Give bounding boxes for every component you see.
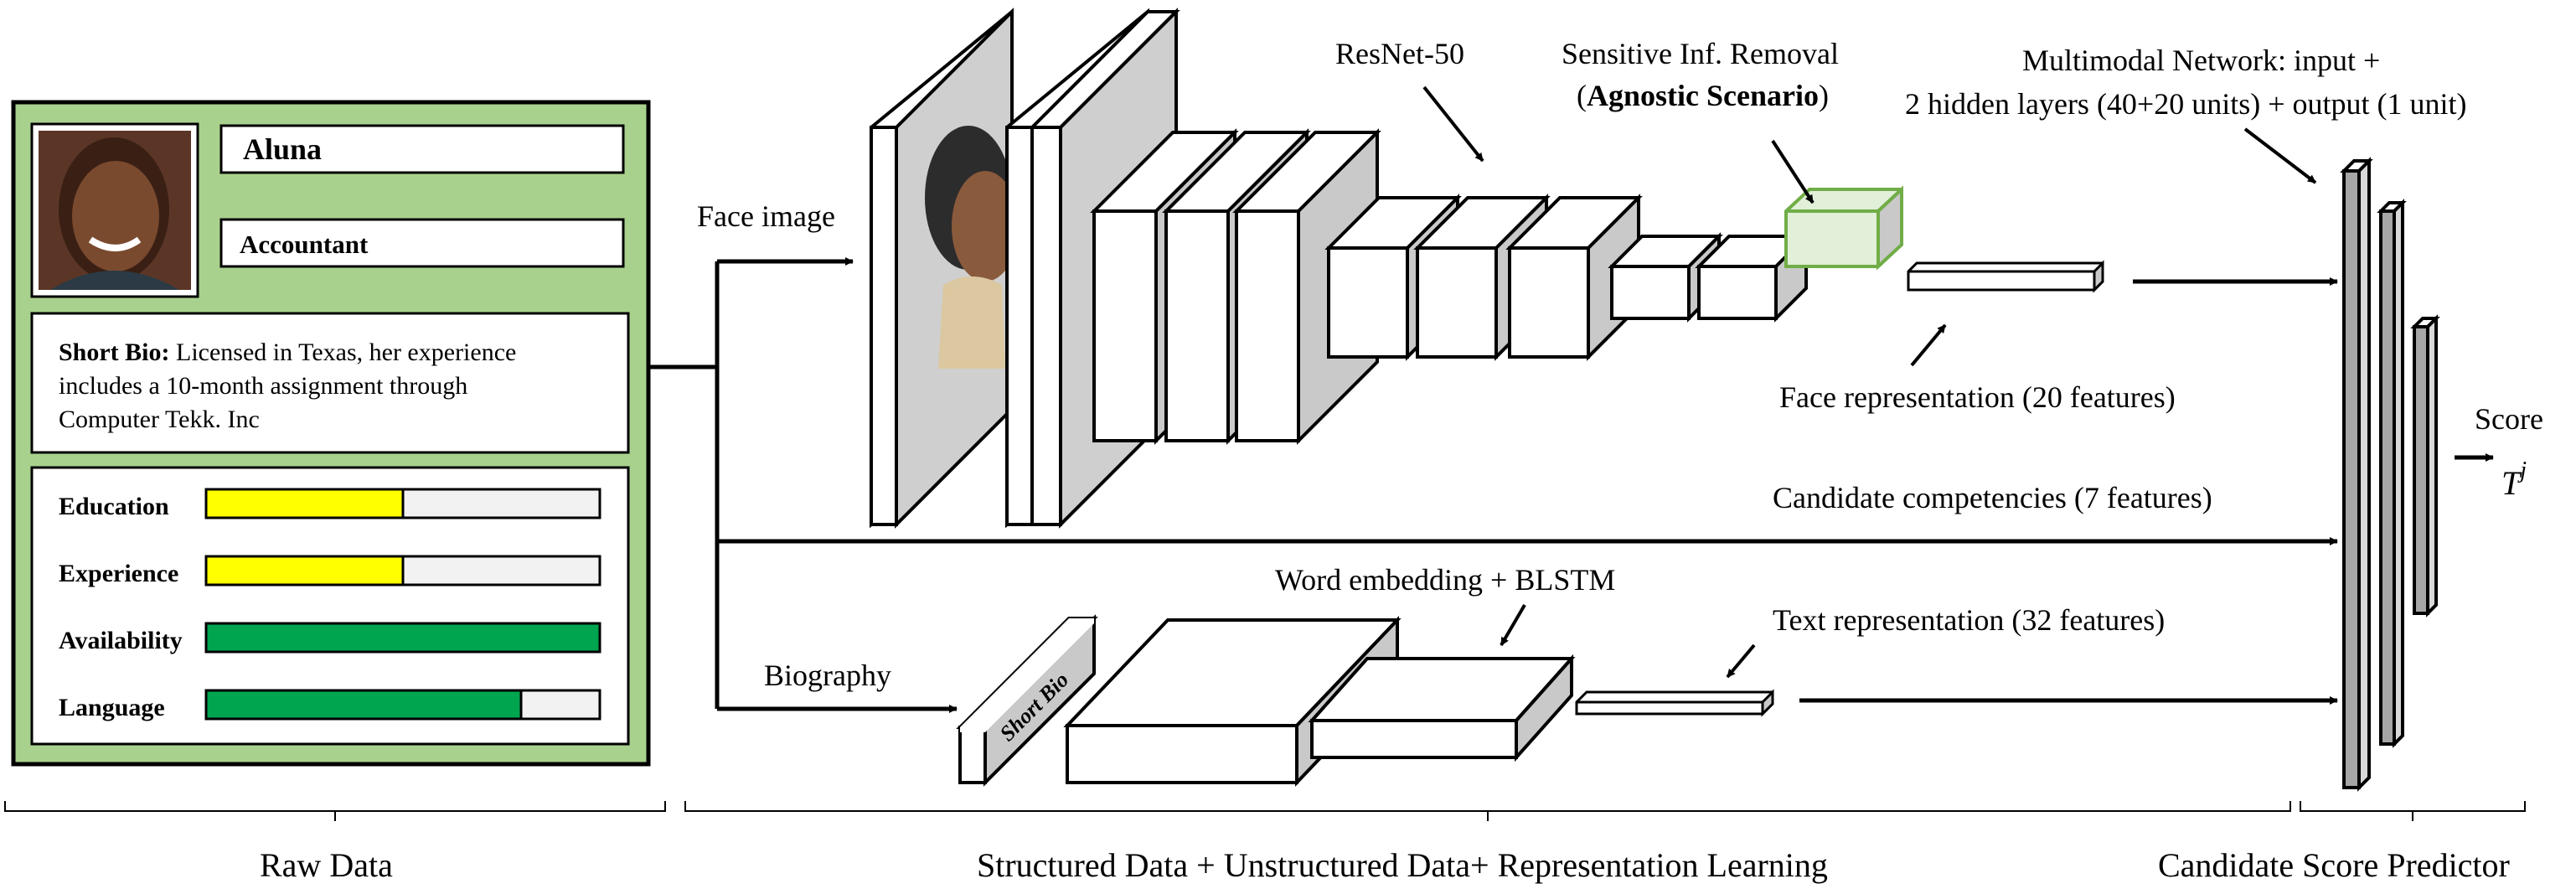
footer-braces <box>4 801 2526 821</box>
face-repr-callout-arrow <box>1910 323 1947 367</box>
blstm-block <box>1308 654 1576 762</box>
raw-data-branch <box>648 257 2338 713</box>
score-symbol: Tj <box>2501 457 2527 502</box>
input-layer <box>2340 157 2373 792</box>
bio-box <box>30 312 630 454</box>
multimodal-label-line-1: Multimodal Network: input + <box>2022 44 2380 77</box>
removal-label-line-1: Sensitive Inf. Removal <box>1562 37 1839 70</box>
skill-bar-fill <box>204 488 405 519</box>
skill-bar-fill <box>204 622 601 654</box>
face-illustration <box>925 126 1019 369</box>
bio-text-line-3: Computer Tekk. Inc <box>59 406 260 433</box>
score-label: Score <box>2475 402 2543 436</box>
word-embedding-label: Word embedding + BLSTM <box>1275 563 1615 597</box>
skill-label: Education <box>59 493 169 520</box>
skill-row-experience: Experience <box>59 555 601 587</box>
sensitive-removal-block <box>1784 185 1903 271</box>
hidden-layer-1 <box>2377 199 2407 748</box>
face-image-label: Face image <box>697 199 835 233</box>
network-callout-arrow <box>2243 127 2317 184</box>
skill-row-language: Language <box>59 689 601 721</box>
removal-label-line-2: (Agnostic Scenario) <box>1577 79 1829 112</box>
skill-label: Language <box>59 694 165 721</box>
resnet-label: ResNet-50 <box>1335 37 1464 70</box>
skill-bar-fill <box>204 689 523 721</box>
embedding-callout-arrow <box>1500 603 1526 647</box>
biography-label: Biography <box>764 659 891 692</box>
raw-data-panel: Aluna Accountant Short Bio: Licensed in … <box>11 100 651 767</box>
bio-text-line-2: includes a 10-month assignment through <box>59 372 467 400</box>
text-repr-callout-arrow <box>1726 643 1756 679</box>
resnet-callout-arrow <box>1422 85 1484 163</box>
competencies-label: Candidate competencies (7 features) <box>1773 481 2212 514</box>
text-representation-label: Text representation (32 features) <box>1773 603 2165 637</box>
skill-label: Experience <box>59 560 178 587</box>
bio-text-line-1: Short Bio: Licensed in Texas, her experi… <box>59 338 516 366</box>
candidate-photo <box>30 122 199 298</box>
structured-footer: Structured Data + Unstructured Data+ Rep… <box>977 846 1828 884</box>
text-representation-vector <box>1575 689 1774 717</box>
resnet-layers <box>1005 8 1810 529</box>
candidate-job: Accountant <box>240 230 369 259</box>
skill-row-availability: Availability <box>59 622 601 654</box>
removal-callout-arrow <box>1771 139 1815 204</box>
face-representation-label: Face representation (20 features) <box>1779 380 2176 414</box>
name-field <box>219 124 625 174</box>
skill-label: Availability <box>59 627 183 654</box>
raw-data-footer: Raw Data <box>260 846 393 884</box>
hidden-layer-2 <box>2410 314 2440 618</box>
candidate-name: Aluna <box>243 132 322 166</box>
multimodal-network <box>2340 157 2440 792</box>
multimodal-label-line-2: 2 hidden layers (40+20 units) + output (… <box>1905 87 2467 121</box>
predictor-footer: Candidate Score Predictor <box>2158 846 2510 884</box>
job-field <box>219 218 625 268</box>
short-bio-slab <box>956 614 1098 787</box>
skill-row-education: Education <box>59 488 601 520</box>
skill-bar-fill <box>204 555 405 587</box>
face-representation-vector <box>1907 260 2104 293</box>
